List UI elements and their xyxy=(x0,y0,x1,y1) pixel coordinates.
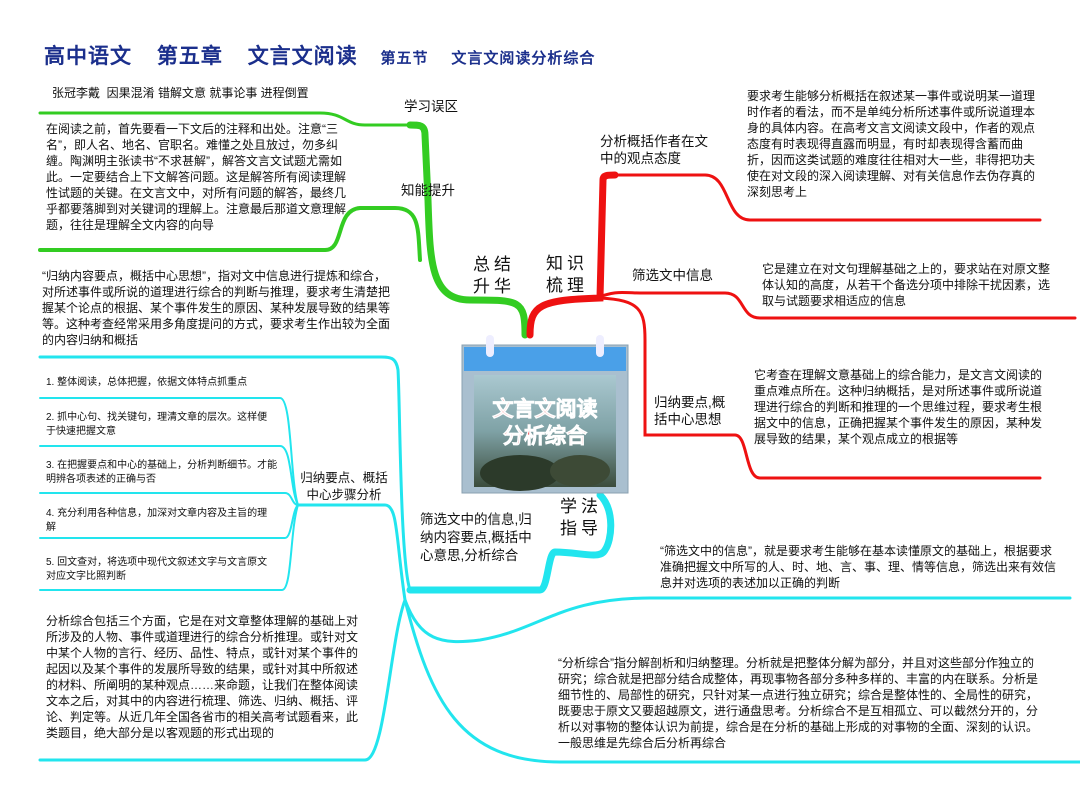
analysis-text: 分析综合包括三个方面，它是在对文章整体理解的基础上对所涉及的人物、事件或道理进行… xyxy=(46,614,359,740)
method-node-label: 学法 指导 xyxy=(560,496,602,540)
subtitle-topic: 文言文阅读分析综合 xyxy=(451,50,596,67)
method-summary-text: “归纳内容要点，概括中心思想”，指对文中信息进行提炼和综合，对所述事件或所说的道… xyxy=(42,269,391,347)
filter-text: 它是建立在对文句理解基础之上的，要求站在对原文整体认知的高度，从若干个备选分项中… xyxy=(762,262,1051,308)
method-sub-label: 筛选文中的信息,归纳内容要点,概括中心意思,分析综合 xyxy=(420,512,532,563)
step-item-1: 1. 整体阅读，总体把握，依据文体特点抓重点 xyxy=(46,377,248,388)
cyan-step-line-1 xyxy=(39,397,299,506)
title-chapter: 第五章 xyxy=(156,45,223,68)
steps-label: 归纳要点、概括中心步骤分析 xyxy=(300,471,388,502)
green-improve-line xyxy=(38,206,422,262)
filter-label: 筛选文中信息 xyxy=(632,268,713,283)
method-label-line2: 指导 xyxy=(560,519,602,538)
knowledge-label-line2: 梳理 xyxy=(546,276,588,295)
center-title-line1: 文言文阅读 xyxy=(493,397,598,421)
center-calendar-node: 文言文阅读 分析综合 xyxy=(460,333,630,495)
step-item-2: 2. 抓中心句、找关键句，理清文章的层次。这样便于快速把握文意 xyxy=(46,412,268,437)
cyan-screen-line xyxy=(403,596,1072,644)
calendar-icon: 文言文阅读 分析综合 xyxy=(461,335,629,494)
cyan-analysis-line xyxy=(38,598,407,762)
title-topic: 文言文阅读 xyxy=(247,45,358,68)
cyan-step-line-3 xyxy=(39,492,299,506)
method-label-line1: 学法 xyxy=(560,497,602,516)
red-line-opinion xyxy=(601,173,1042,222)
step-item-4: 4. 充分利用各种信息，加深对文章内容及主旨的理解 xyxy=(46,508,268,533)
summary-node-label: 总结 升华 xyxy=(473,254,515,298)
summary-label-line1: 总结 xyxy=(473,255,515,274)
mistakes-label: 学习误区 xyxy=(404,99,458,114)
title-course: 高中语文 xyxy=(44,45,132,68)
subtitle-section: 第五节 xyxy=(380,50,429,67)
screen-info-text: “筛选文中的信息”，就是要求考生能够在基本读懂原文的基础上，根据要求准确把握文中… xyxy=(660,544,1057,590)
knowledge-node-label: 知识 梳理 xyxy=(546,253,588,297)
page-title: 高中语文 第五章 文言文阅读 第五节 文言文阅读分析综合 xyxy=(44,40,595,70)
opinion-label: 分析概括作者在文中的观点态度 xyxy=(600,134,708,166)
green-mistakes-line xyxy=(38,111,422,127)
cyan-synthesis-line xyxy=(403,598,1080,764)
improve-text: 在阅读之前，首先要看一下文后的注释和出处。注意“三名”，即人名、地名、官职名。难… xyxy=(46,122,347,232)
green-trunk xyxy=(406,121,529,339)
red-line-filter xyxy=(593,290,1077,320)
step-item-3: 3. 在把握要点和中心的基础上，分析判断细节。才能明辨各项表述的正确与否 xyxy=(46,460,278,485)
summary-label-line2: 升华 xyxy=(473,277,515,296)
step-item-5: 5. 回文查对，将选项中现代文叙述文字与文言原文对应文字比照判断 xyxy=(46,557,268,582)
mistakes-text: 张冠李戴 因果混淆 错解文意 就事论事 进程倒置 xyxy=(52,86,309,100)
opinion-text: 要求考生能够分析概括在叙述某一事件或说明某一道理时作者的看法，而不是单纯分析所述… xyxy=(747,89,1036,199)
red-line-summarize xyxy=(598,296,1042,480)
cyan-steps-branch xyxy=(296,503,407,602)
center-title-line2: 分析综合 xyxy=(503,424,588,448)
cyan-trunk xyxy=(406,491,615,594)
summarize-text: 它考查在理解文意基础上的综合能力，是文言文阅读的重点难点所在。这种归纳概括，是对… xyxy=(754,368,1043,446)
synthesis-text: “分析综合”指分解剖析和归纳整理。分析就是把整体分解为部分，并且对这些部分作独立… xyxy=(558,656,1039,750)
summarize-label: 归纳要点,概括中心思想 xyxy=(654,395,726,427)
cyan-step-line-5 xyxy=(39,504,299,591)
cyan-left-trunk xyxy=(38,355,412,592)
knowledge-label-line1: 知识 xyxy=(546,254,588,273)
improve-label: 知能提升 xyxy=(401,183,455,198)
cyan-step-line-2 xyxy=(39,445,299,506)
